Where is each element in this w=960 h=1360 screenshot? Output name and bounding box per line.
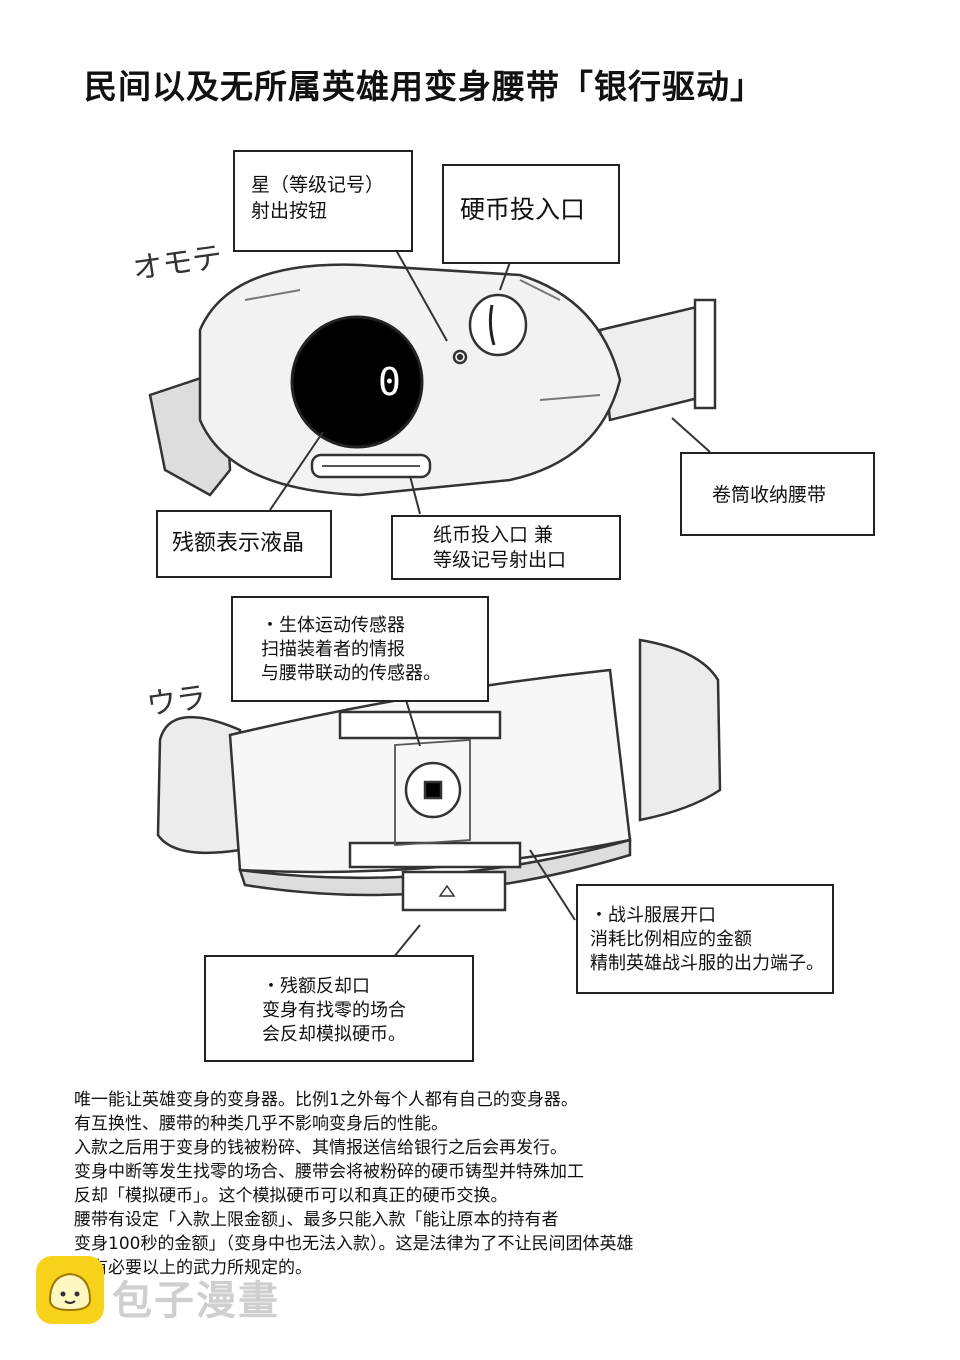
lcd-digit: 0 bbox=[378, 360, 401, 404]
front-belt-drawing bbox=[148, 263, 717, 497]
back-leader-lines bbox=[392, 699, 576, 959]
callout-bio-sensor: ・生体运动传感器 扫描装着者的情报 与腰带联动的传感器。 bbox=[231, 596, 489, 702]
watermark-bun-icon bbox=[36, 1256, 104, 1324]
description-text: 唯一能让英雄变身的变身器。比例1之外每个人都有自己的变身器。 有互换性、腰带的种… bbox=[74, 1090, 634, 1278]
callout-coin-slot: 硬币投入口 bbox=[442, 164, 620, 264]
callout-roll-belt: 卷筒收纳腰带 bbox=[680, 452, 875, 536]
page-title: 民间以及无所属英雄用变身腰带「银行驱动」 bbox=[84, 67, 764, 106]
callout-balance-lcd: 残额表示液晶 bbox=[156, 510, 332, 578]
callout-bill-slot: 纸币投入口 兼 等级记号射出口 bbox=[391, 515, 621, 580]
callout-suit-port: ・战斗服展开口 消耗比例相应的金额 精制英雄战斗服的出力端子。 bbox=[576, 884, 834, 994]
back-side-label: ウラ bbox=[144, 679, 209, 723]
front-leader-lines bbox=[269, 249, 711, 515]
callout-change-return: ・残额反却口 变身有找零的场合 会反却模拟硬币。 bbox=[204, 955, 474, 1062]
callout-star-button: 星（等级记号） 射出按钮 bbox=[233, 150, 413, 252]
back-belt-drawing bbox=[156, 638, 722, 912]
watermark-text: 包子漫畫 bbox=[112, 1278, 280, 1324]
